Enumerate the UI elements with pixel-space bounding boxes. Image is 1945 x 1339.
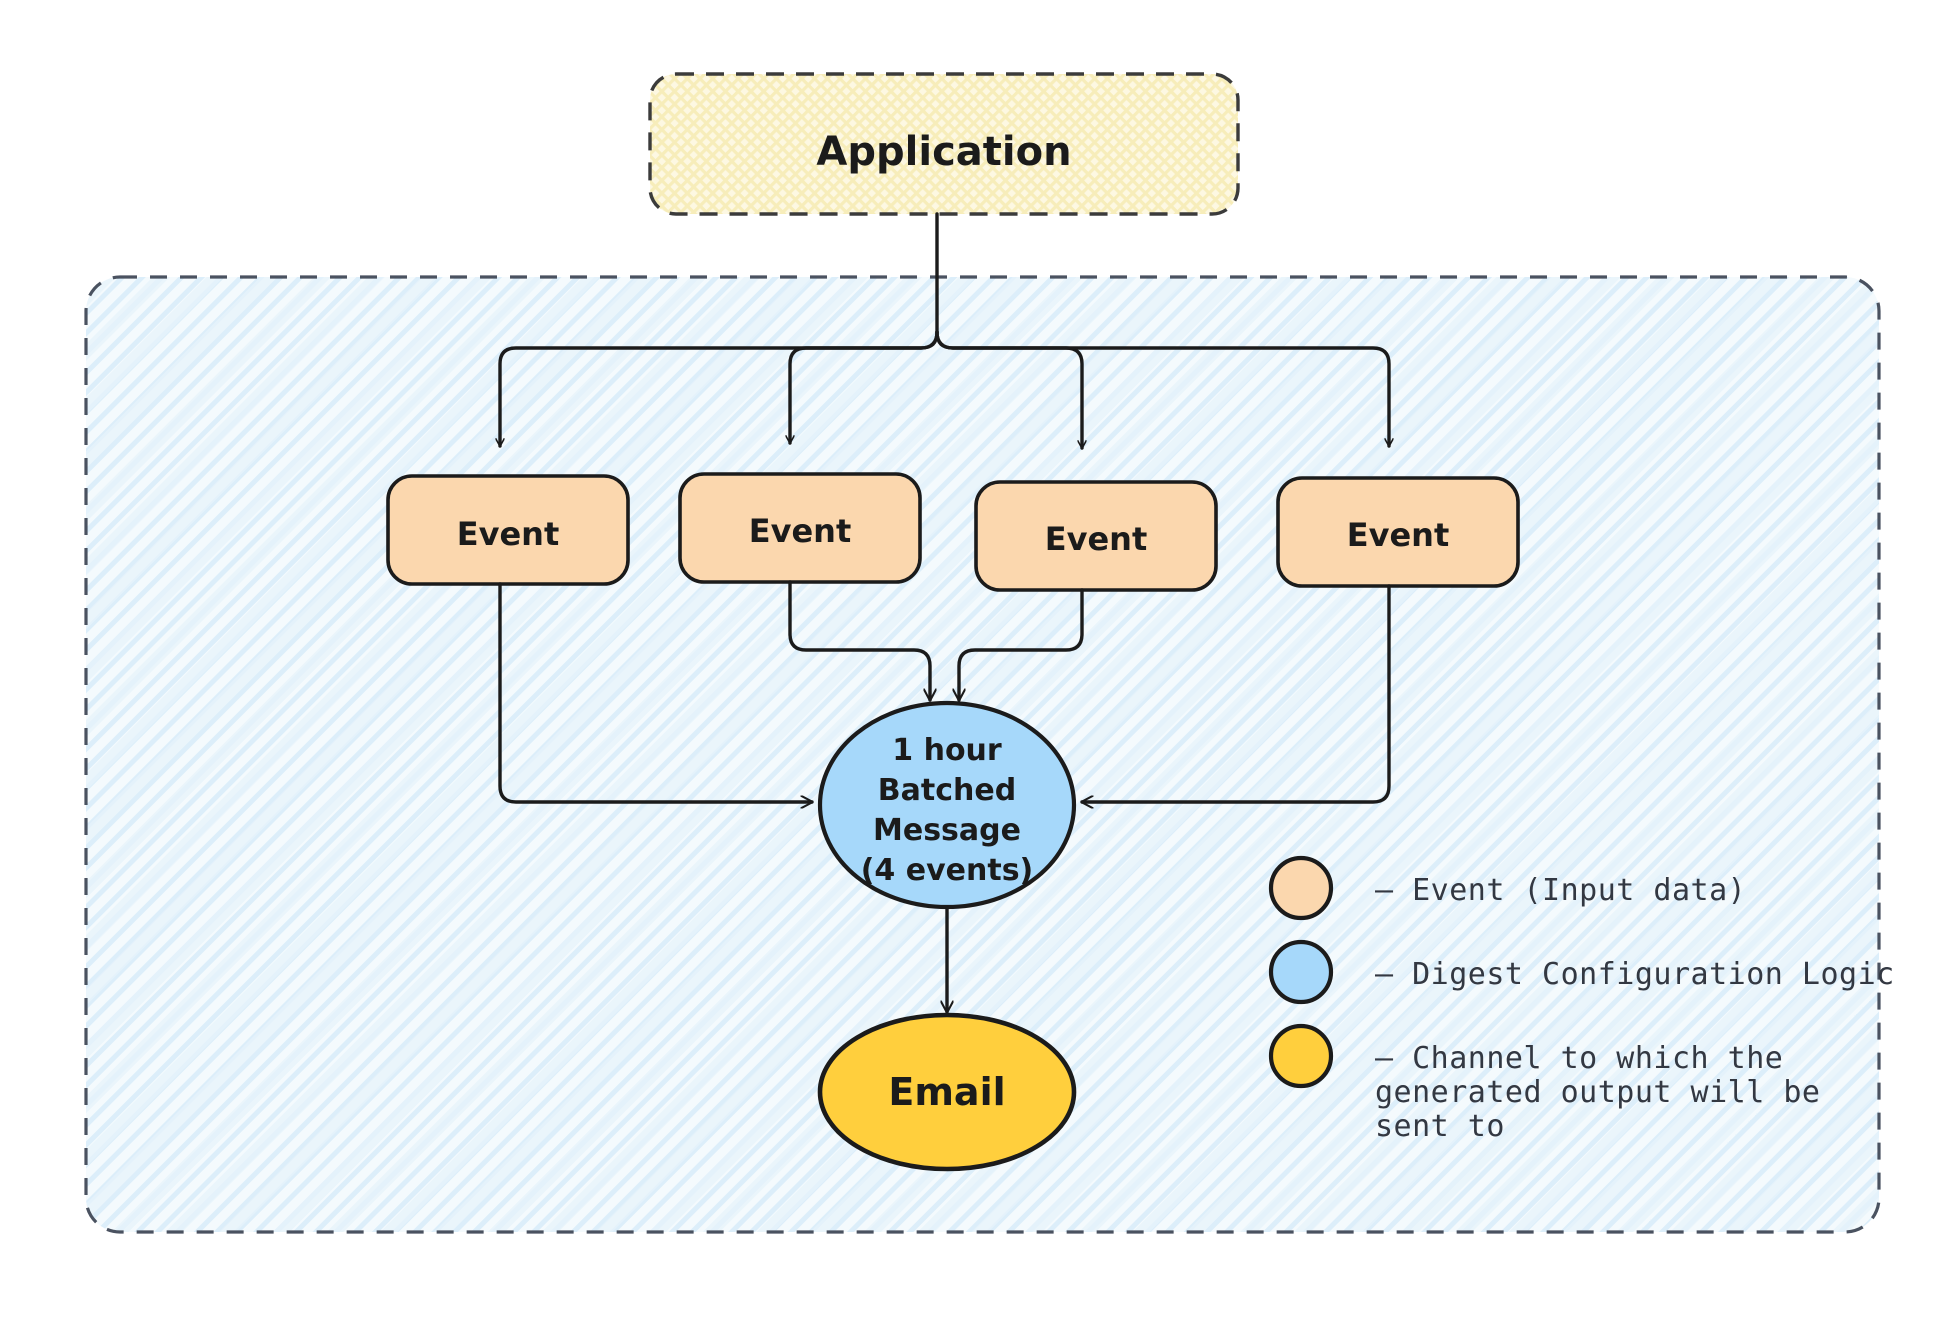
digest-node[interactable]: 1 hour Batched Message (4 events) bbox=[817, 700, 1077, 910]
legend-item-channel-label-line-3: sent to bbox=[1375, 1109, 1505, 1144]
container-border bbox=[84, 275, 1881, 1234]
legend-item-channel-label-line-1: – Channel to which the bbox=[1375, 1041, 1783, 1076]
application-node-fill bbox=[650, 74, 1238, 214]
event-node-2[interactable]: Event bbox=[678, 472, 922, 584]
event-node-4-shape bbox=[1276, 476, 1520, 588]
event-node-3-label: Event bbox=[1045, 520, 1148, 558]
event-node-1-shape bbox=[386, 474, 630, 586]
event-node-3[interactable]: Event bbox=[974, 480, 1218, 592]
legend-item-event[interactable]: – Event (Input data) bbox=[1268, 855, 1746, 921]
connector-event3-digest bbox=[959, 588, 1084, 702]
application-node-border bbox=[648, 72, 1240, 216]
application-node-label: Application bbox=[816, 129, 1071, 175]
connector-event1-digest bbox=[498, 582, 814, 802]
channel-node[interactable]: Email bbox=[817, 1012, 1077, 1172]
connector-event4-digest bbox=[1080, 584, 1391, 802]
legend-item-channel-label-line-2: generated output will be bbox=[1375, 1075, 1820, 1110]
legend: – Event (Input data) – Digest Configurat… bbox=[1268, 855, 1895, 1144]
connector-event2-digest bbox=[788, 580, 930, 702]
digest-node-line-1: 1 hour bbox=[892, 733, 1002, 768]
digest-node-line-3: Message bbox=[873, 813, 1021, 848]
event-node-2-label: Event bbox=[749, 512, 852, 550]
application-node[interactable]: Application bbox=[648, 72, 1240, 216]
event-node-4[interactable]: Event bbox=[1276, 476, 1520, 588]
legend-swatch-digest-icon bbox=[1268, 939, 1334, 1005]
event-node-1-label: Event bbox=[457, 515, 560, 553]
legend-swatch-event-icon bbox=[1268, 855, 1334, 921]
event-node-3-shape bbox=[974, 480, 1218, 592]
connector-app-to-events bbox=[500, 212, 1389, 450]
event-node-2-shape bbox=[678, 472, 922, 584]
legend-item-digest-label: – Digest Configuration Logic bbox=[1375, 957, 1895, 992]
legend-item-event-label: – Event (Input data) bbox=[1375, 873, 1746, 908]
channel-node-label: Email bbox=[888, 1070, 1005, 1114]
legend-swatch-channel-icon bbox=[1268, 1023, 1334, 1089]
legend-item-digest[interactable]: – Digest Configuration Logic bbox=[1268, 939, 1895, 1005]
event-node-1[interactable]: Event bbox=[386, 474, 630, 586]
channel-node-shape bbox=[817, 1012, 1077, 1172]
connector-events-to-digest bbox=[498, 580, 1391, 802]
digest-node-line-2: Batched bbox=[878, 773, 1016, 808]
legend-item-channel[interactable]: – Channel to which the generated output … bbox=[1268, 1023, 1820, 1144]
event-node-4-label: Event bbox=[1347, 516, 1450, 554]
connector-app-event-2 bbox=[790, 330, 939, 445]
digest-node-line-4: (4 events) bbox=[861, 853, 1034, 888]
connector-app-event-4 bbox=[935, 330, 1389, 448]
